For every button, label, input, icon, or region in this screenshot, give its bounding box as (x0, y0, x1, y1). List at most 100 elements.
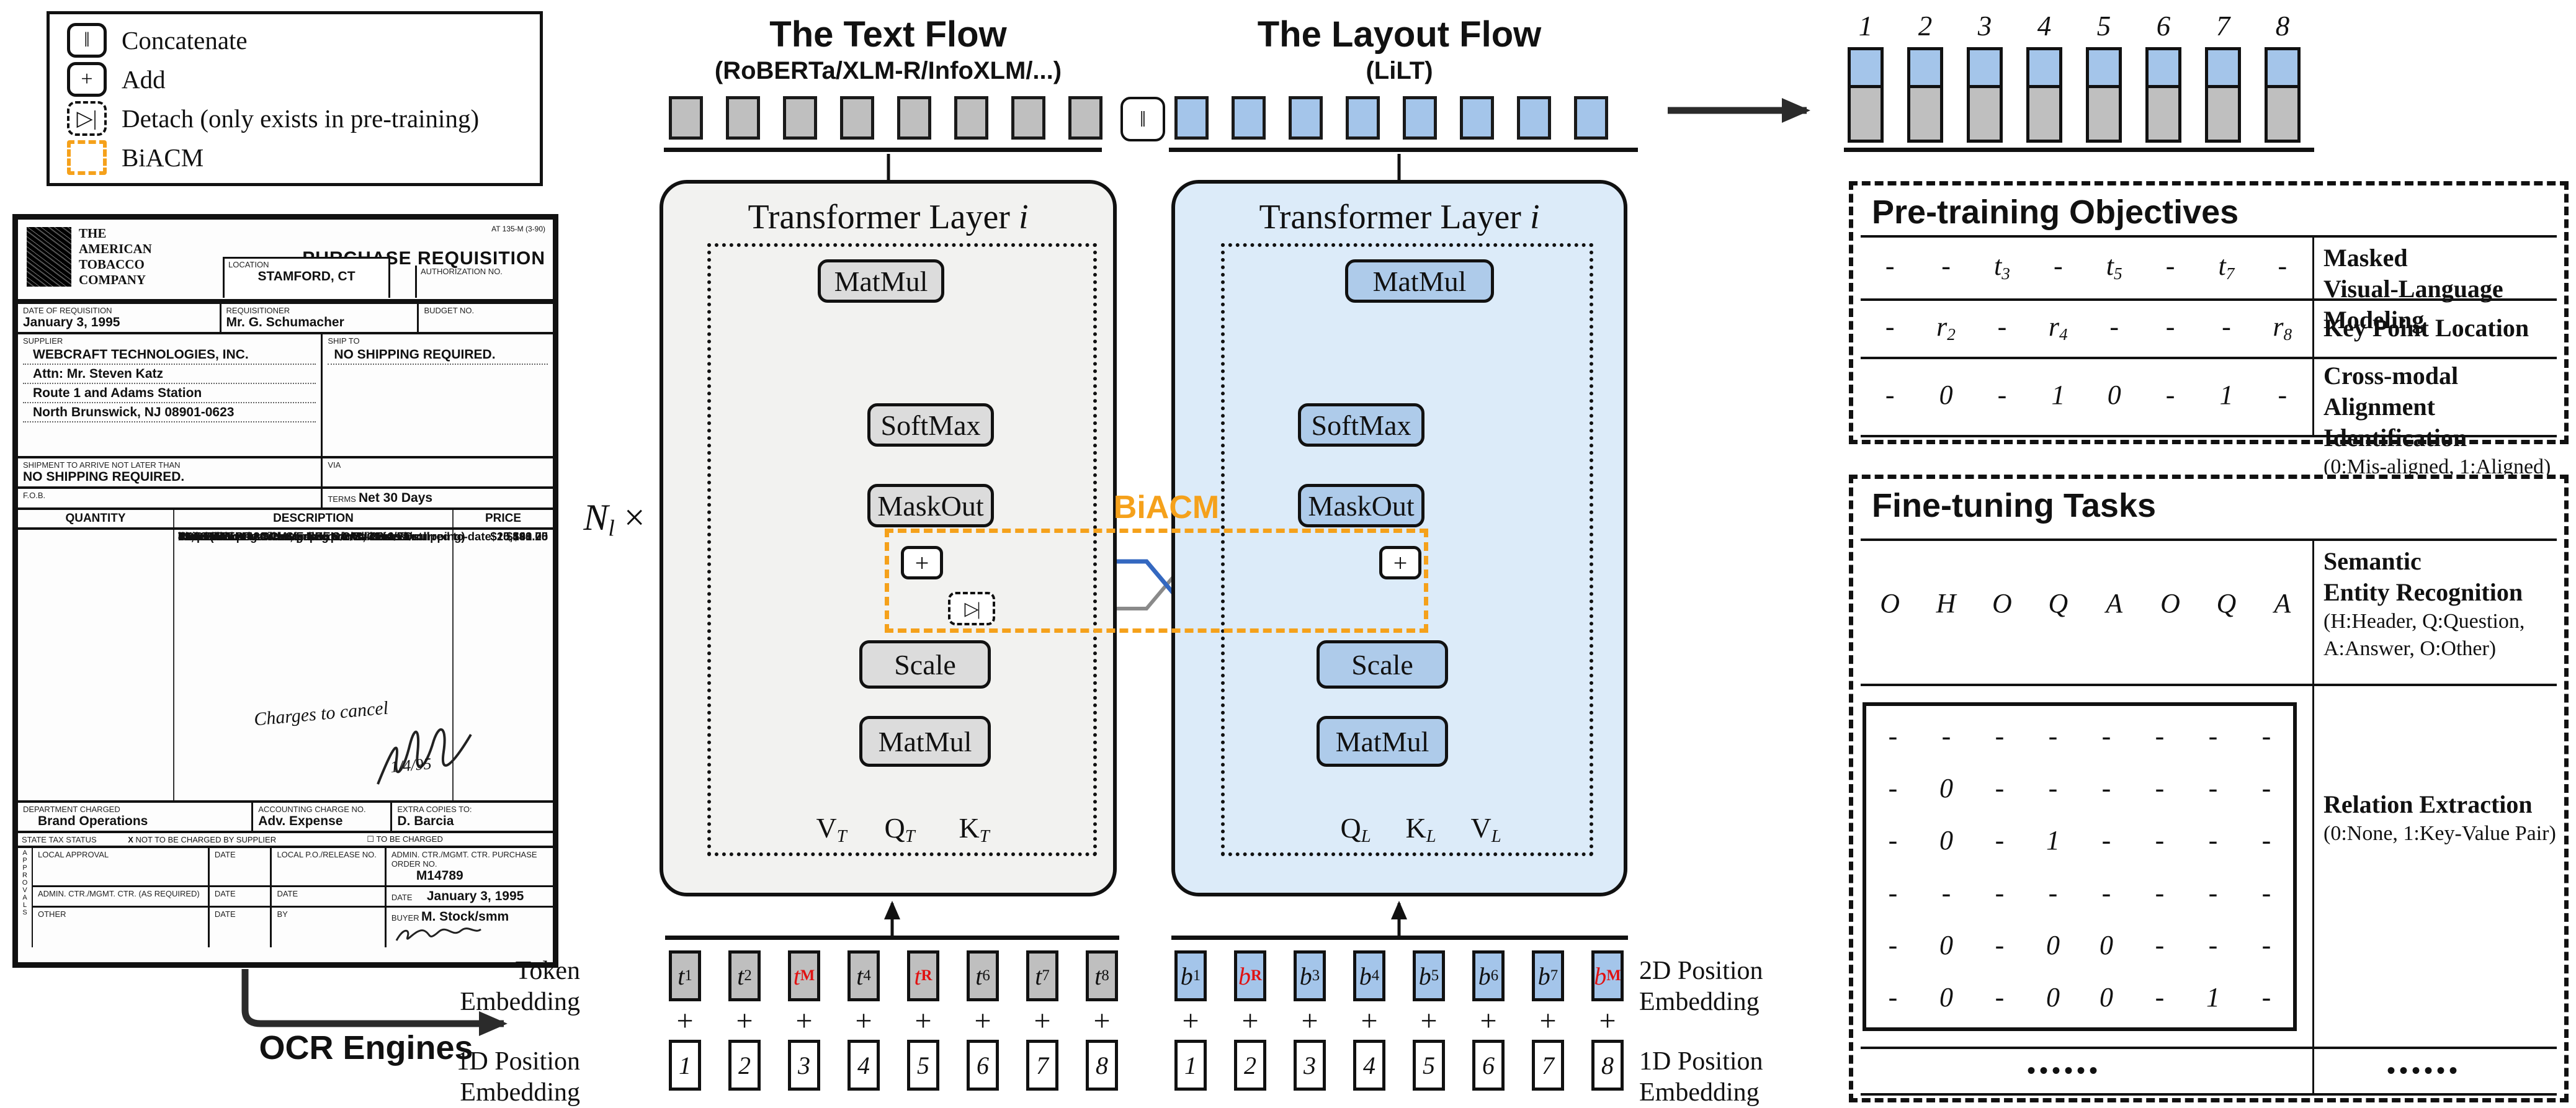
output-column: 6 (2145, 10, 2181, 143)
text-hidden-states (669, 96, 1102, 140)
text-add-row: ++++++++ (669, 1004, 1118, 1038)
pos-cell: 2 (1234, 1040, 1266, 1091)
output-column: 7 (2205, 10, 2241, 143)
layout-hidden-states (1174, 96, 1608, 140)
items-table-body: CARLTON "Free Carton" Direct Mail Piece … (18, 530, 553, 803)
legend-box: ‖ Concatenate + Add ▷| Detach (only exis… (47, 11, 543, 186)
pos-cell: 6 (967, 1040, 999, 1091)
kpl-label: Key Point Location (2323, 314, 2529, 342)
concatenate-icon: ‖ (1120, 97, 1165, 141)
legend-item: BiACM (67, 138, 540, 177)
output-bar (2205, 47, 2241, 143)
legend-icon (67, 140, 107, 175)
ocr-engines-label: OCR Engines (259, 1029, 473, 1066)
pretraining-title: Pre-training Objectives (1872, 194, 2239, 231)
legend-item: ▷| Detach (only exists in pre-training) (67, 99, 540, 138)
plus-sign: + (795, 1004, 813, 1037)
pos-cell: 1 (1174, 1040, 1207, 1091)
text-flow-title: The Text Flow (769, 14, 1007, 55)
legend-icon: + (67, 61, 107, 97)
plus-sign: + (1034, 1004, 1051, 1037)
legend-item-label: Add (122, 65, 166, 94)
output-column: 8 (2265, 10, 2301, 143)
layout-q-input: QL (1340, 812, 1371, 847)
text-v-input: VT (816, 812, 847, 847)
tobacco-logo (27, 227, 71, 287)
output-index: 1 (1858, 11, 1873, 42)
plus-sign: + (1480, 1004, 1497, 1037)
tax-row: STATE TAX STATUS X NOT TO BE CHARGED BY … (18, 833, 553, 848)
output-bar (1907, 47, 1943, 143)
pos-cell: 2 (728, 1040, 761, 1091)
layout-attention-dotted-box (1221, 243, 1593, 856)
layout-softmax-block: SoftMax (1298, 403, 1424, 447)
ser-label: Semantic Entity Recognition (H:Header, Q… (2323, 547, 2525, 660)
layout-scale-block: Scale (1317, 640, 1448, 689)
text-scale-block: Scale (859, 640, 991, 689)
text-add-icon: + (901, 546, 943, 579)
form-number: AT 135-M (3-90) (491, 225, 545, 233)
text-maskout-block: MaskOut (867, 484, 994, 527)
layout-matmul-bottom-block: MatMul (1317, 716, 1448, 767)
pretraining-objectives-box: Pre-training Objectives --t3-t5-t7- Mask… (1849, 181, 2569, 478)
mvlm-label: Masked Visual-Language Modeling (2323, 244, 2503, 334)
text-flow-subtitle: (RoBERTa/XLM-R/InfoXLM/...) (714, 57, 1062, 84)
department-row: DEPARTMENT CHARGED Brand Operations ACCO… (18, 803, 553, 833)
output-column: 5 (2086, 10, 2122, 143)
layout-maskout-block: MaskOut (1298, 484, 1424, 527)
output-bar (1848, 47, 1884, 143)
plus-sign: + (1301, 1004, 1318, 1037)
pos-cell: 5 (1413, 1040, 1445, 1091)
biacm-label: BiACM (1113, 489, 1220, 525)
plus-sign: + (1182, 1004, 1199, 1037)
output-index: 7 (2216, 11, 2230, 42)
mvlm-cells: --t3-t5-t7- (1885, 251, 2288, 283)
legend-item-label: BiACM (122, 143, 204, 172)
legend-item: ‖ Concatenate (67, 20, 540, 60)
layout-layer-heading: Transformer Layer i (1259, 198, 1540, 236)
text-matmul-bottom-block: MatMul (859, 716, 991, 767)
layout-v-input: VL (1470, 812, 1501, 847)
pos-cell: 1 (669, 1040, 701, 1091)
pos-cell: 6 (1472, 1040, 1505, 1091)
layout-flow-subtitle: (LiLT) (1366, 57, 1433, 84)
buyer-signature (395, 927, 481, 941)
output-column: 1 (1848, 10, 1884, 143)
text-layer-heading: Transformer Layer i (748, 198, 1029, 236)
output-column: 3 (1967, 10, 2003, 143)
items-table-header: QUANTITY DESCRIPTION PRICE (18, 510, 553, 530)
plus-sign: + (1361, 1004, 1378, 1037)
text-attention-dotted-box (707, 243, 1097, 856)
legend-item-label: Concatenate (122, 25, 248, 55)
pos-cell: 5 (907, 1040, 939, 1091)
terms-row: F.O.B. TERMS Net 30 Days (18, 489, 553, 510)
output-index: 6 (2156, 11, 2171, 42)
legend-item-label: Detach (only exists in pre-training) (122, 104, 480, 133)
kpl-cells: -r2-r4---r8 (1885, 311, 2292, 344)
output-index: 5 (2096, 11, 2111, 42)
layout-add-row: ++++++++ (1174, 1004, 1624, 1038)
plus-sign: + (1539, 1004, 1557, 1037)
legend-item: + Add (67, 60, 540, 99)
